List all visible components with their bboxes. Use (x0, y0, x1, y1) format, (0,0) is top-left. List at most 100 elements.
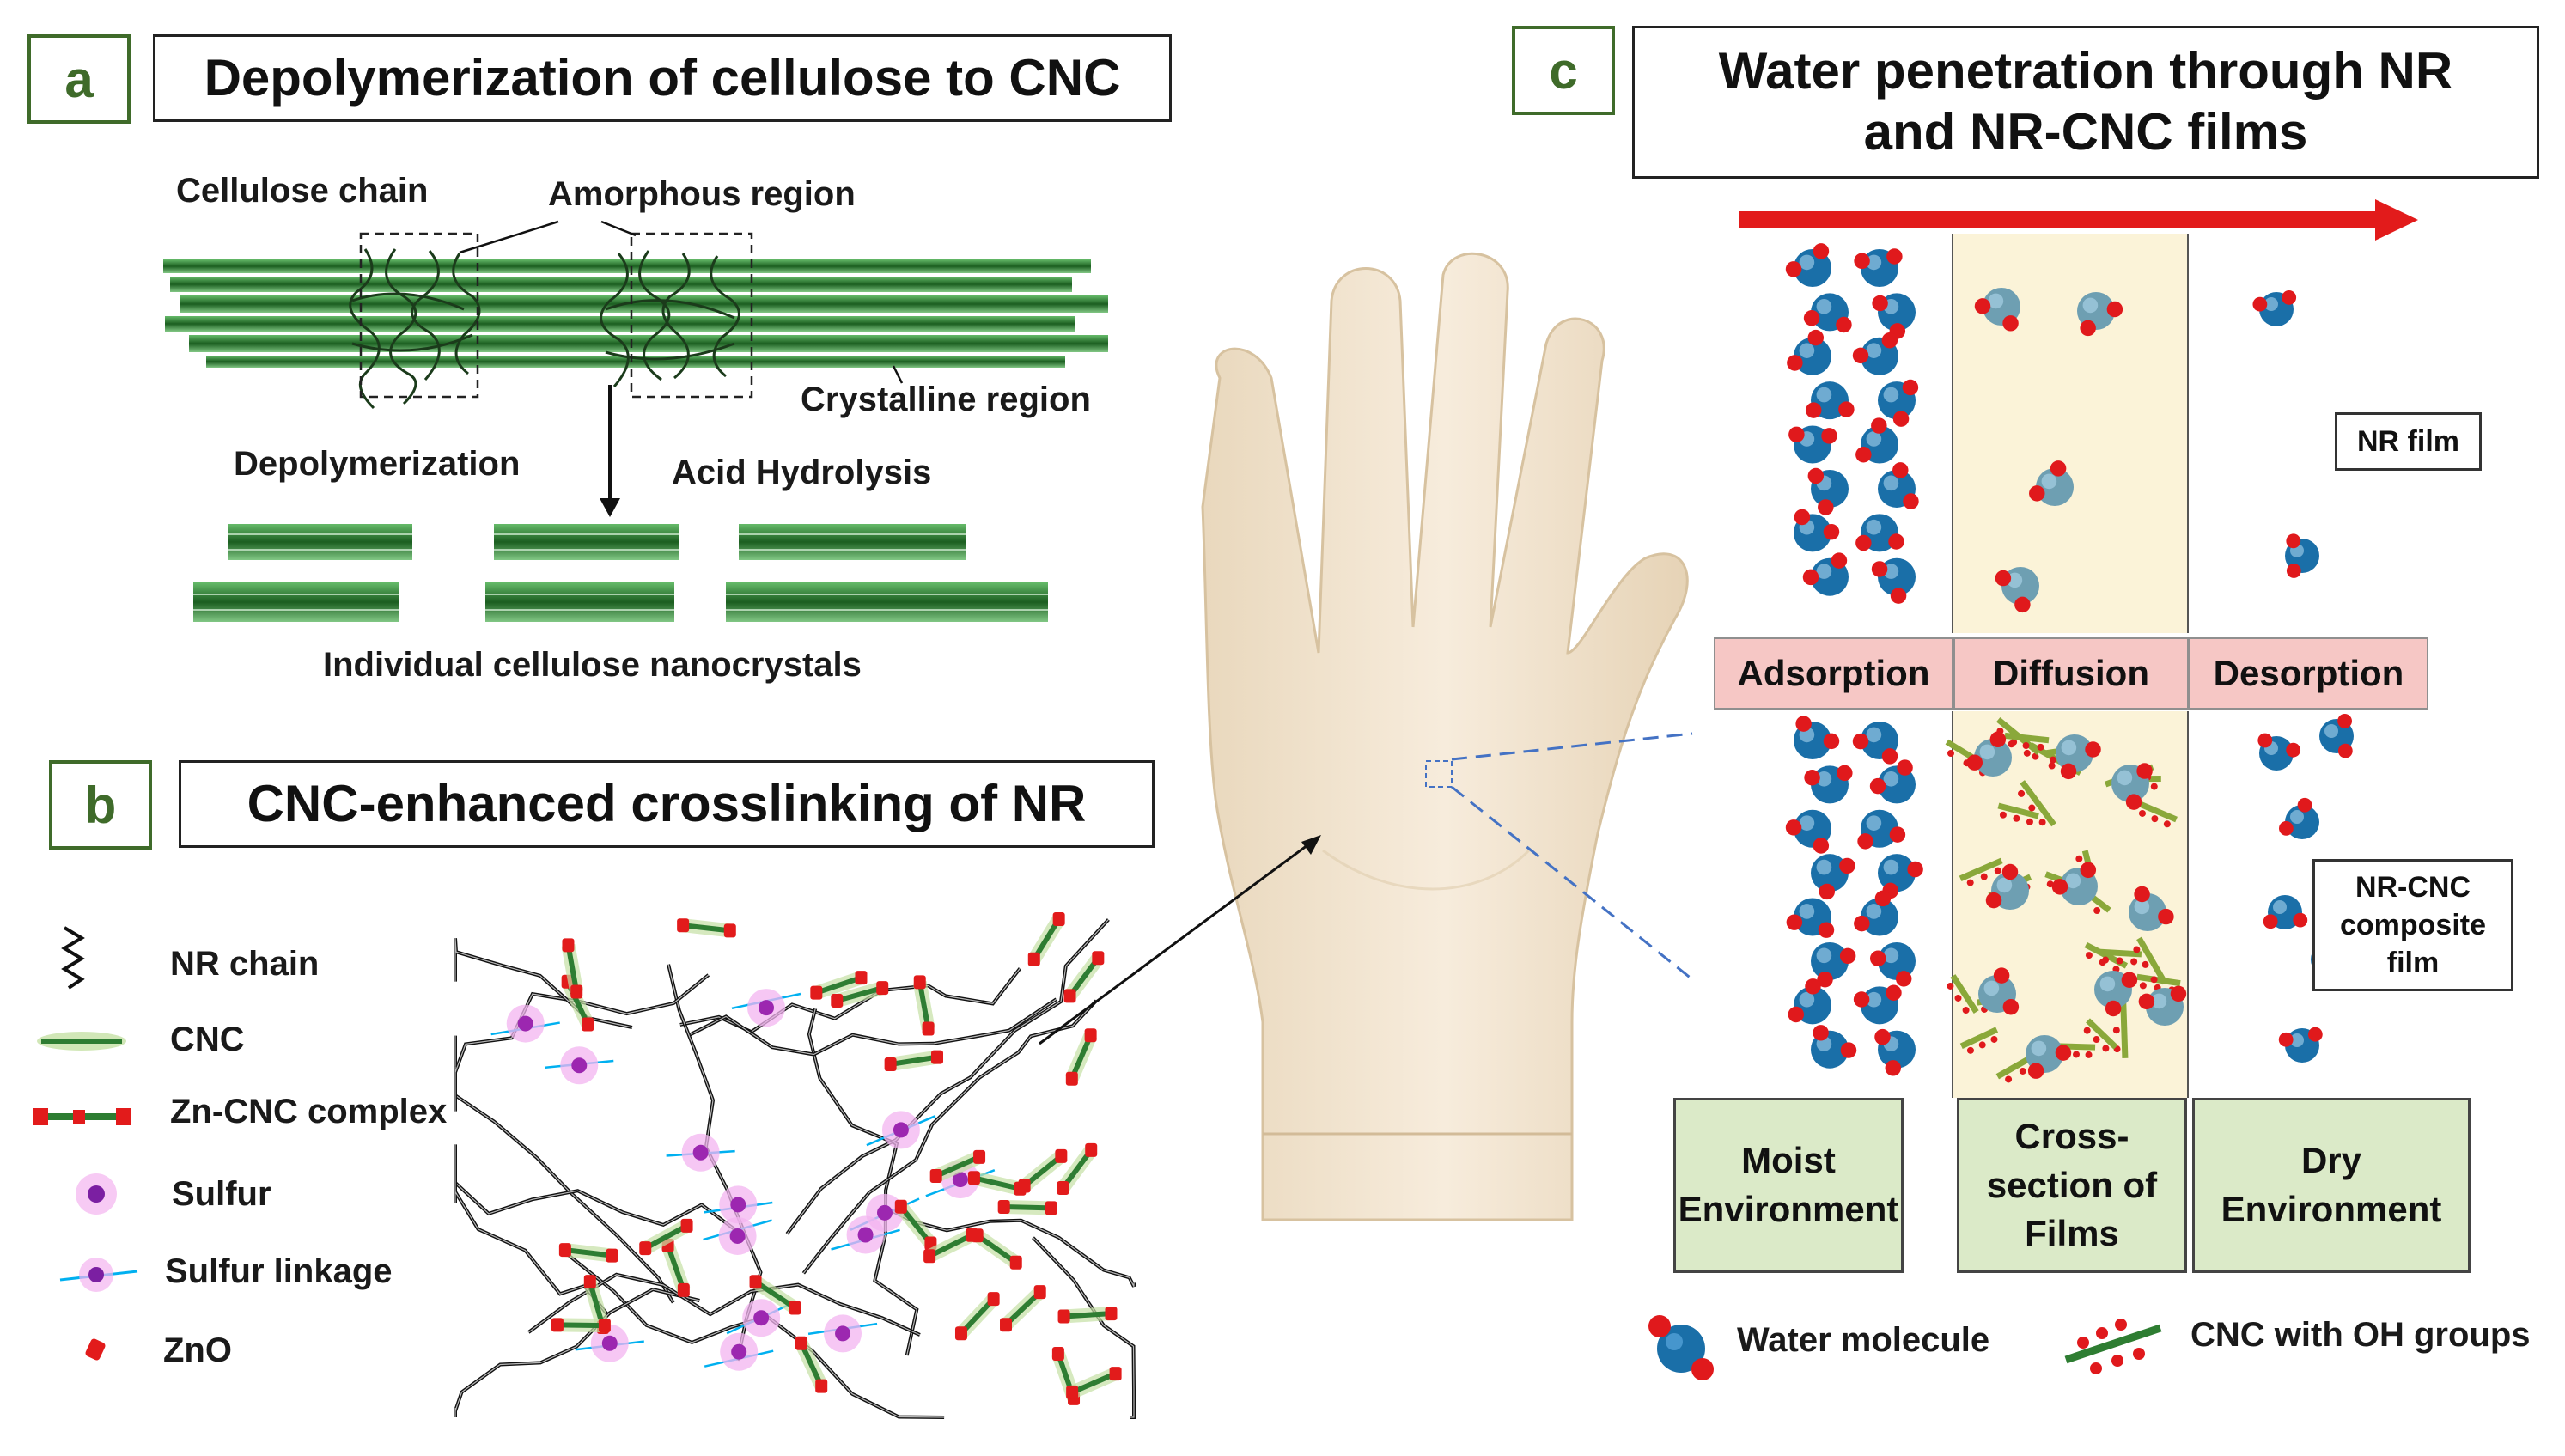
panel-c-title: Water penetration through NR and NR-CNC … (1632, 26, 2539, 179)
panel-b-title: CNC-enhanced crosslinking of NR (179, 760, 1155, 848)
amorphous-box-1 (359, 232, 479, 399)
env-dry: Dry Environment (2192, 1098, 2471, 1273)
legend-sulfur-linkage: Sulfur linkage (165, 1252, 393, 1290)
env-moist: Moist Environment (1673, 1098, 1904, 1273)
zn-cnc-complex-icon (33, 1108, 131, 1125)
env-cross-section: Cross- section of Films (1957, 1098, 2187, 1273)
nr-cnc-film-label: NR-CNC composite film (2312, 859, 2513, 991)
nr-chain (454, 938, 633, 1029)
amorphous-tangle (349, 248, 740, 410)
zno-icon (85, 1338, 106, 1361)
water-molecule (1985, 863, 2029, 910)
nr-chain (882, 1205, 1136, 1288)
zn-cnc-complex (929, 1149, 986, 1184)
zn-cnc-complex (923, 1228, 978, 1264)
legend-sulfur: Sulfur (172, 1175, 271, 1213)
water-molecule (1853, 984, 1902, 1025)
zn-cnc-complex (561, 938, 584, 999)
stage-diffusion: Diffusion (1953, 637, 2189, 710)
panel-b-letter: b (49, 760, 152, 850)
zn-cnc-complex (1066, 1367, 1122, 1399)
legend-water-molecule: Water molecule (1737, 1321, 1990, 1359)
water-molecule (2051, 862, 2098, 905)
water-molecule (1854, 890, 1898, 936)
water-molecule (1869, 759, 1916, 804)
water-molecule (1966, 731, 2012, 777)
water-molecule (1807, 467, 1849, 515)
zn-cnc-complex (558, 1243, 618, 1263)
nr-film-label: NR film (2335, 412, 2482, 471)
water-molecule (2056, 734, 2101, 780)
glove-illustration (1201, 252, 1689, 1221)
zn-cnc-complex (997, 1200, 1057, 1215)
cnc-rod (2004, 732, 2050, 751)
water-molecule (2285, 533, 2319, 578)
water-molecule (1805, 381, 1855, 420)
water-molecule (1788, 978, 1831, 1025)
stage-desorption: Desorption (2189, 637, 2428, 710)
nr-chain (454, 1287, 700, 1417)
water-molecule (1786, 898, 1835, 938)
glove-shape (1201, 252, 1689, 1221)
zn-cnc-complex (831, 981, 889, 1008)
water-molecule-icon (1648, 1315, 1714, 1380)
water-molecule (1854, 248, 1903, 287)
zn-cnc-complex (912, 975, 935, 1036)
nr-chain-icon (61, 926, 85, 990)
zn-cnc-complex (795, 1336, 828, 1393)
sulfur-atom (881, 1111, 920, 1149)
amorphous-box-2 (630, 232, 753, 399)
zn-cnc-complex (1057, 1307, 1118, 1324)
legend-nr-chain: NR chain (170, 945, 320, 983)
panel-c-title-line2: and NR-CNC films (1863, 103, 2308, 161)
penetration-direction-arrow (1739, 199, 2418, 241)
zn-cnc-complex (894, 1199, 937, 1251)
sulfur-atom (720, 1332, 759, 1371)
water-molecule (1802, 552, 1849, 596)
acid-hydrolysis-label: Acid Hydrolysis (672, 454, 932, 491)
water-molecule (2252, 290, 2297, 326)
water-molecule (1995, 567, 2039, 613)
water-molecule (1978, 967, 2020, 1015)
legend-cnc-oh: CNC with OH groups (2190, 1316, 2531, 1354)
sulfur-icon (76, 1173, 117, 1215)
water-molecule (1852, 332, 1898, 375)
panel-c-title-line1: Water penetration through NR (1718, 42, 2453, 101)
panel-c-letter: c (1512, 26, 1615, 115)
water-molecule (1804, 765, 1853, 804)
zn-cnc-complex (551, 1318, 611, 1333)
water-molecule (1974, 288, 2020, 332)
depolymerization-label: Depolymerization (234, 445, 521, 483)
zn-cnc-complex (1063, 951, 1105, 1003)
panel-b-legend-icons (33, 926, 138, 1361)
cnc-rod (1947, 974, 1979, 1014)
water-molecule (2278, 797, 2319, 839)
zn-cnc-complex (1000, 1285, 1046, 1332)
water-molecule (2094, 971, 2138, 1017)
water-molecule (1855, 417, 1898, 464)
zn-cnc-complex (639, 1218, 693, 1256)
nanocrystal-rods (193, 524, 1048, 622)
sulfur-atom (746, 989, 785, 1027)
water-molecule (1871, 557, 1916, 604)
sulfur-atom (719, 1185, 758, 1224)
panel-a-title: Depolymerization of cellulose to CNC (153, 34, 1172, 122)
sulfur-atom (560, 1046, 599, 1085)
water-molecule (1794, 716, 1840, 759)
zn-cnc-complex (1027, 911, 1065, 966)
legend-cnc: CNC (170, 1020, 245, 1058)
water-molecule (2138, 985, 2187, 1026)
cellulose-fiber-illustration (163, 220, 1108, 622)
sulfur-atom (846, 1215, 885, 1254)
water-molecule (2319, 714, 2354, 758)
cnc-rod (2137, 801, 2178, 828)
cnc-rod (2083, 1018, 2118, 1052)
zn-cnc-complex (1018, 1148, 1068, 1193)
water-molecule (2111, 763, 2153, 810)
sulfur-atom (824, 1314, 862, 1353)
cnc-rod (1959, 1027, 1999, 1054)
water-molecule (2263, 895, 2308, 929)
water-molecule (1785, 809, 1831, 854)
individual-nanocrystals-label: Individual cellulose nanocrystals (323, 646, 862, 684)
network-to-glove-arrow (1039, 835, 1321, 1045)
